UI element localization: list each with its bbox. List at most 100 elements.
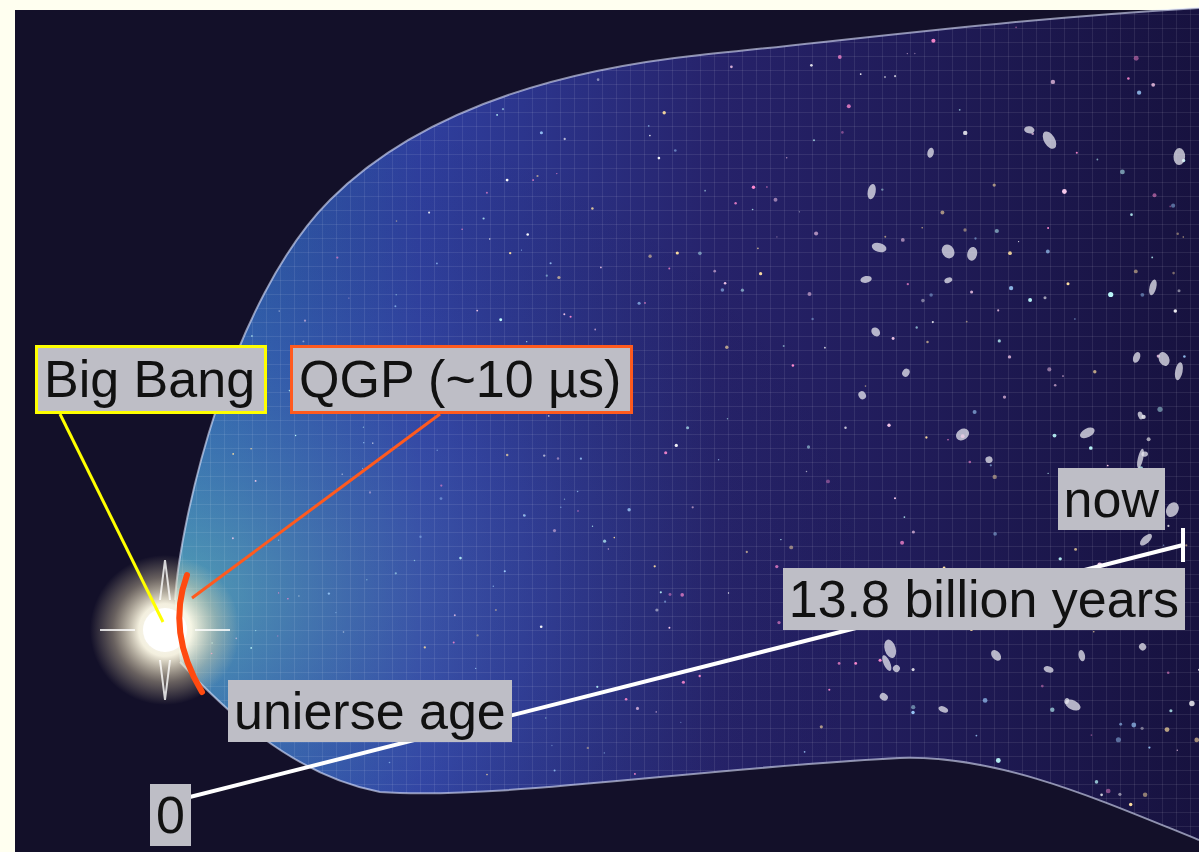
star-dot (237, 112, 239, 114)
star-dot (543, 454, 545, 456)
star-dot (841, 131, 844, 134)
star-dot (336, 256, 338, 258)
star-dot (911, 705, 915, 709)
galaxy-mark (926, 147, 935, 158)
star-dot (926, 341, 929, 344)
star-dot (302, 340, 304, 342)
star-dot (338, 103, 340, 105)
star-dot (1189, 701, 1194, 706)
star-dot (577, 491, 579, 493)
star-dot (1062, 189, 1067, 194)
star-dot (826, 480, 830, 484)
star-dot (968, 461, 971, 464)
galaxy-mark (871, 241, 888, 253)
galaxy-mark (989, 648, 1003, 663)
star-dot (680, 593, 684, 597)
star-dot (526, 341, 527, 342)
star-dot (929, 293, 933, 297)
star-dot (692, 506, 694, 508)
star-dot (820, 725, 823, 728)
star-dot (998, 773, 1003, 778)
galaxy-mark (860, 275, 872, 284)
star-dot (668, 268, 670, 270)
star-dot (1157, 407, 1162, 412)
star-dot (990, 464, 992, 466)
star-dot (424, 646, 426, 648)
star-dot (570, 316, 572, 318)
star-dot (287, 598, 288, 599)
star-dot (912, 530, 915, 533)
star-dot (668, 627, 670, 629)
star-dot (264, 23, 265, 24)
star-dot (436, 449, 437, 450)
star-dot (1176, 233, 1178, 235)
star-dot (551, 834, 553, 836)
star-dot (1177, 750, 1178, 751)
star-dot (509, 252, 511, 254)
galaxy-mark (870, 326, 882, 339)
star-dot (1143, 792, 1148, 797)
star-dot (506, 454, 509, 457)
star-dot (1041, 685, 1044, 688)
star-dot (792, 364, 795, 367)
star-dot (963, 131, 967, 135)
star-dot (261, 270, 263, 272)
star-dot (428, 212, 430, 214)
star-dot (202, 427, 204, 429)
star-dot (594, 329, 596, 331)
star-dot (304, 320, 306, 322)
star-dot (940, 211, 944, 215)
star-dot (454, 614, 456, 616)
star-dot (1153, 193, 1157, 197)
star-dot (544, 834, 546, 836)
star-dot (317, 60, 318, 61)
star-dot (1185, 544, 1187, 546)
star-dot (440, 484, 442, 486)
duration-label: 13.8 billion years (783, 568, 1185, 630)
star-dot (1171, 204, 1175, 208)
star-dot (1134, 269, 1138, 273)
star-dot (580, 458, 582, 460)
star-dot (1137, 91, 1141, 95)
star-dot (253, 814, 255, 816)
star-dot (966, 321, 968, 323)
star-dot (594, 21, 596, 23)
star-dot (343, 631, 345, 633)
star-dot (1097, 159, 1099, 161)
star-dot (757, 247, 759, 249)
star-dot (363, 427, 364, 428)
star-dot (648, 125, 650, 127)
star-dot (894, 497, 896, 499)
star-dot (238, 176, 239, 177)
star-dot (1009, 286, 1013, 290)
star-dot (564, 138, 566, 140)
star-dot (751, 34, 753, 36)
star-dot (1140, 293, 1144, 297)
star-dot (1131, 723, 1136, 728)
star-dot (974, 237, 976, 239)
star-dot (1013, 823, 1018, 828)
star-dot (998, 339, 1001, 342)
star-dot (1151, 83, 1155, 87)
star-dot (1118, 793, 1121, 796)
star-dot (669, 593, 672, 596)
star-dot (892, 337, 895, 340)
star-dot (230, 212, 231, 213)
galaxy-mark (882, 638, 898, 659)
star-dot (232, 537, 234, 539)
star-dot (328, 592, 330, 594)
star-dot (1062, 375, 1064, 377)
star-dot (713, 270, 716, 273)
star-dot (309, 833, 311, 835)
star-dot (780, 782, 782, 784)
star-dot (879, 659, 882, 662)
star-dot (1163, 545, 1165, 547)
star-dot (1172, 272, 1175, 275)
star-dot (604, 752, 605, 753)
time-label: now (1058, 468, 1165, 530)
star-dot (453, 641, 455, 643)
star-dot (973, 410, 977, 414)
axis-label: unierse age (228, 680, 512, 742)
star-dot (1050, 708, 1054, 712)
star-dot (1169, 709, 1172, 712)
